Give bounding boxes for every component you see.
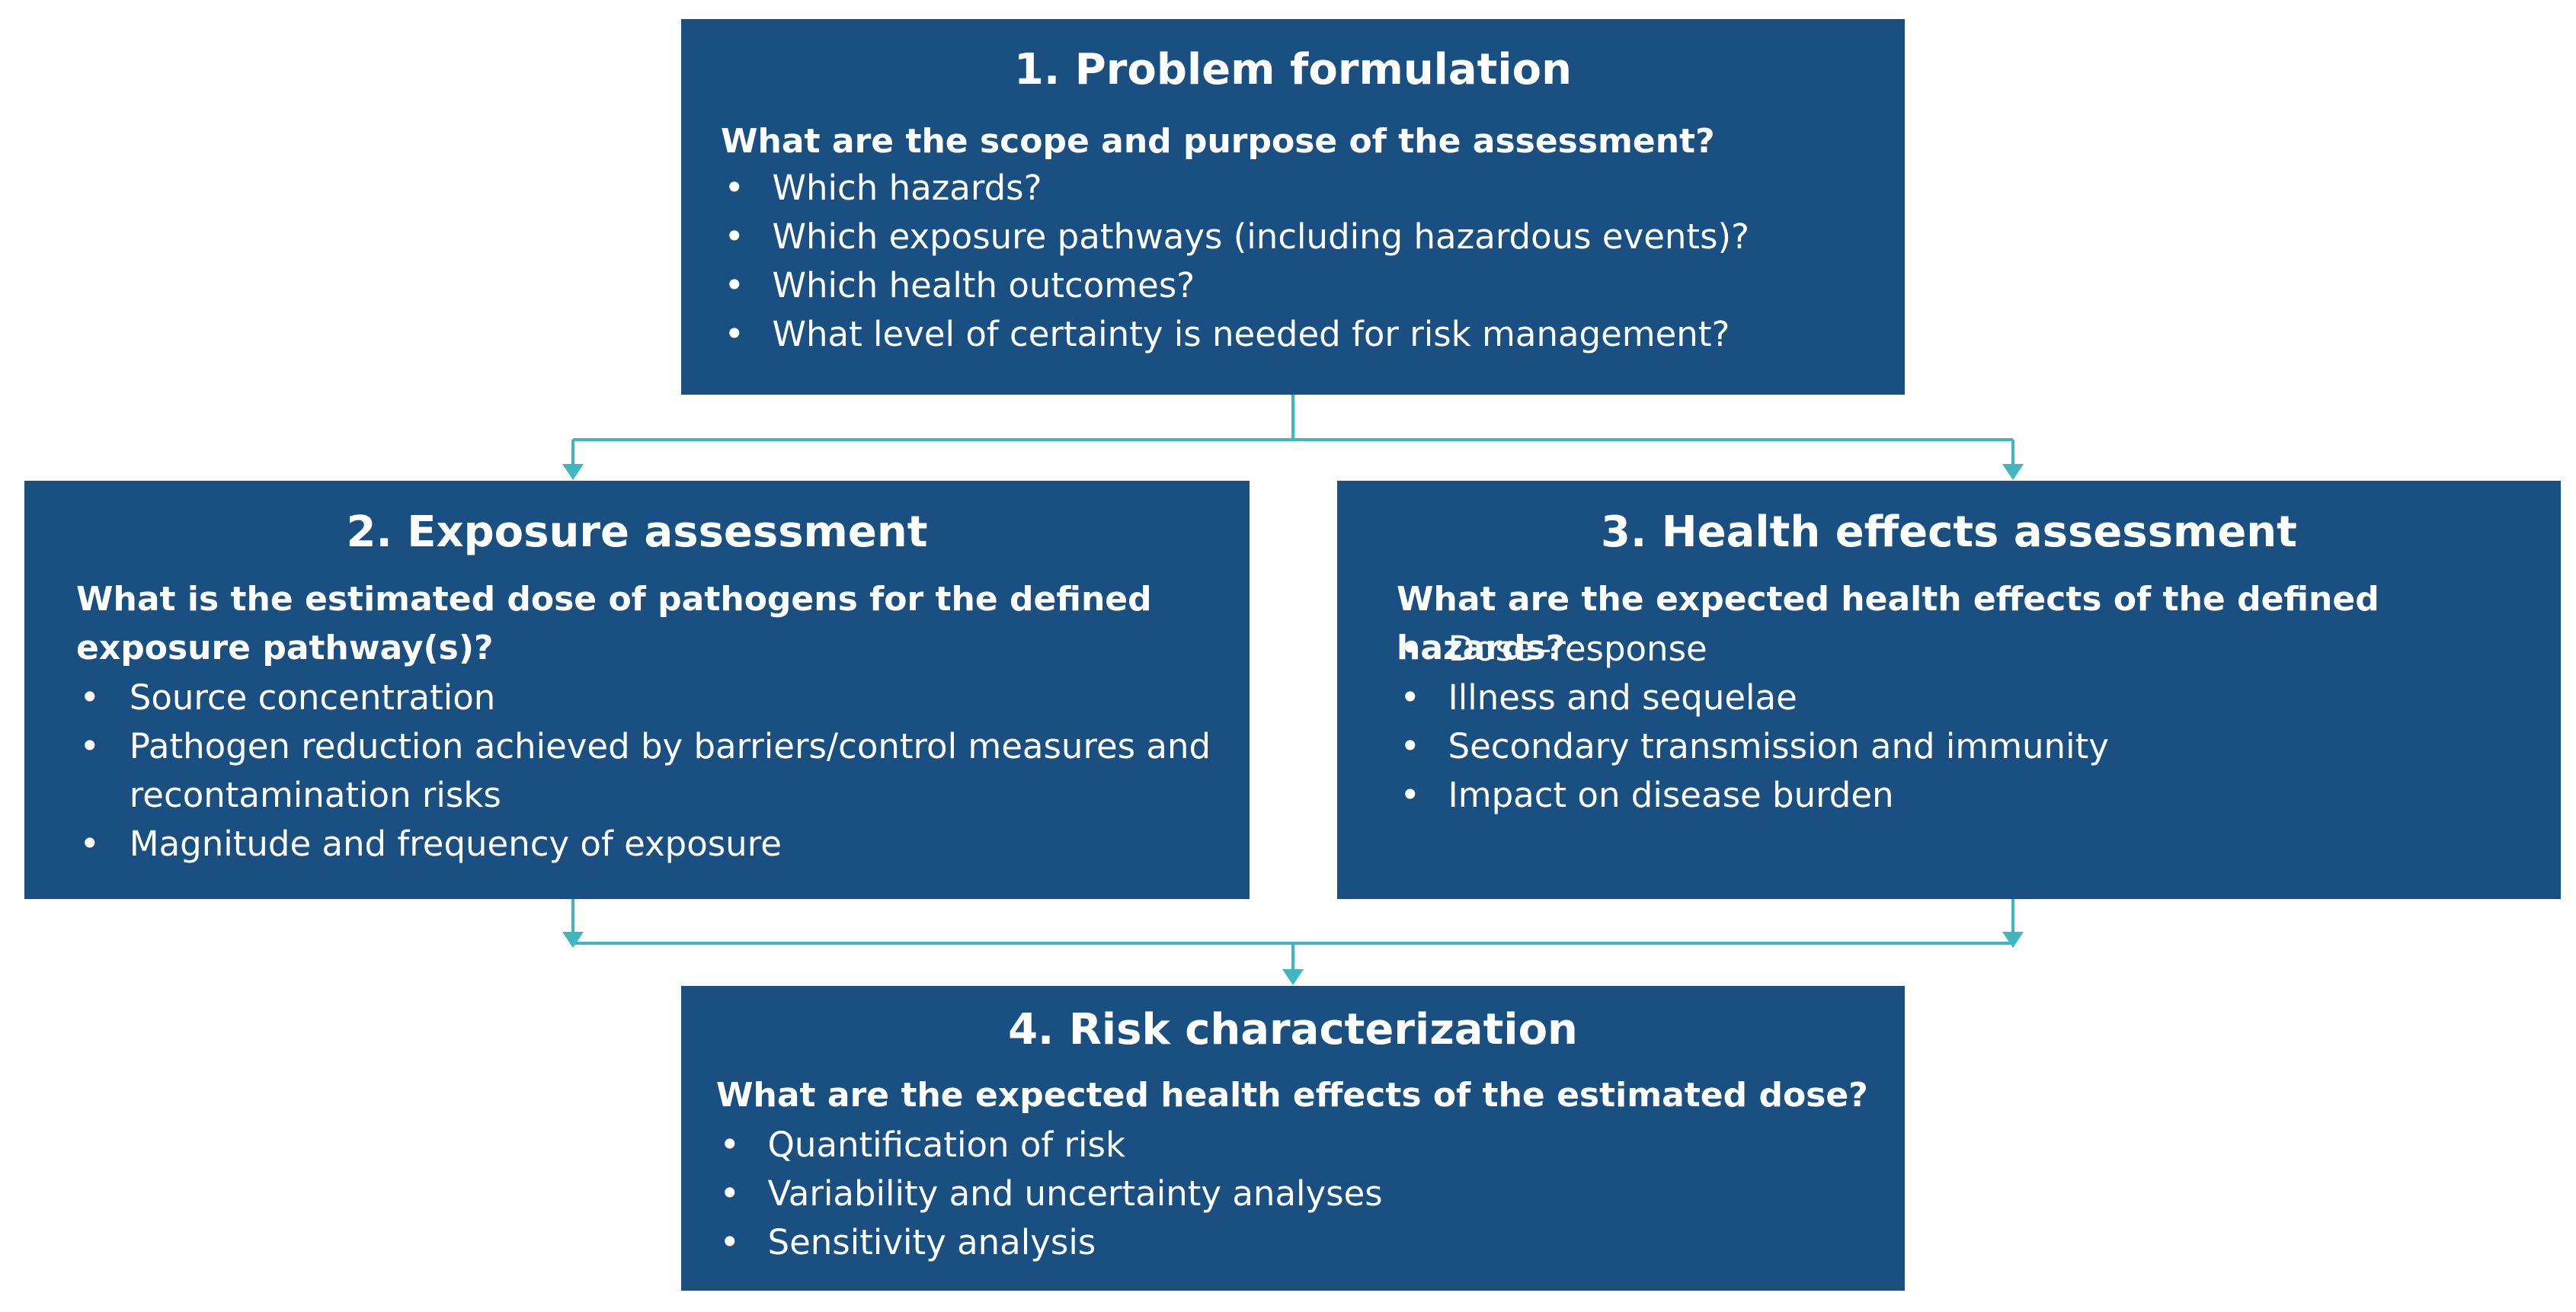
bullet-item: Which hazards? (721, 164, 1879, 213)
bullet-item: Impact on disease burden (1397, 771, 2539, 820)
bullet-item: Magnitude and frequency of exposure (76, 820, 1211, 869)
bullet-item: Quantification of risk (716, 1121, 1874, 1170)
bullet-item: Secondary transmission and immunity (1397, 722, 2539, 771)
arrowheads (562, 464, 2024, 985)
bullet-item: Dose–response (1397, 625, 2539, 674)
arrowhead-box2 (562, 464, 584, 480)
step-question: What are the expected health effects of … (716, 1076, 1868, 1115)
bullet-item: Source concentration (76, 674, 1211, 722)
connector-lines (571, 395, 2014, 978)
bullet-item: Illness and sequelae (1397, 674, 2539, 722)
bullet-item: Which health outcomes? (721, 261, 1879, 310)
step-box-risk-characterization: 4. Risk characterization What are the ex… (681, 986, 1905, 1291)
arrowhead-from-box3 (2002, 932, 2024, 948)
bullet-list: Quantification of risk Variability and u… (716, 1121, 1874, 1267)
step-title: 3. Health effects assessment (1601, 507, 2297, 557)
step-title: 2. Exposure assessment (346, 507, 928, 557)
bullet-item: Variability and uncertainty analyses (716, 1170, 1874, 1218)
bullet-item: What level of certainty is needed for ri… (721, 310, 1879, 359)
bullet-item: Sensitivity analysis (716, 1218, 1874, 1267)
bullet-item: Pathogen reduction achieved by barriers/… (76, 722, 1211, 820)
step-question: What is the estimated dose of pathogens … (76, 580, 1152, 667)
step-question: What are the scope and purpose of the as… (721, 122, 1715, 161)
bullet-item: Which exposure pathways (including hazar… (721, 213, 1879, 261)
bullet-list: Which hazards? Which exposure pathways (… (721, 164, 1879, 359)
bullet-list: Dose–response Illness and sequelae Secon… (1397, 625, 2539, 820)
step-title: 1. Problem formulation (1014, 45, 1572, 94)
arrowhead-box3 (2002, 464, 2024, 480)
arrowhead-from-box2 (562, 932, 584, 948)
step-box-problem-formulation: 1. Problem formulation What are the scop… (681, 19, 1905, 395)
step-box-exposure-assessment: 2. Exposure assessment What is the estim… (24, 481, 1250, 899)
arrowhead-box4 (1282, 969, 1304, 985)
bullet-list: Source concentration Pathogen reduction … (76, 674, 1211, 869)
step-box-health-effects-assessment: 3. Health effects assessment What are th… (1337, 481, 2561, 899)
step-title: 4. Risk characterization (1008, 1005, 1578, 1054)
